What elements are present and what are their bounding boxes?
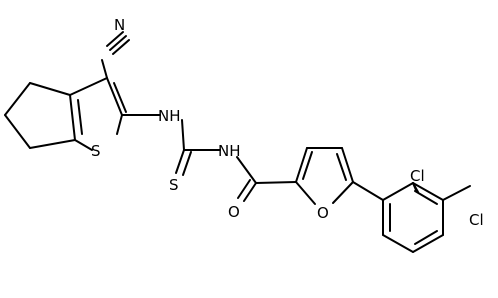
- bond-f5-o: [332, 181, 354, 204]
- bond-p3-cl: [442, 185, 471, 201]
- bond-cs-s-double: [182, 151, 192, 176]
- bond-f2-f3-double: [302, 151, 313, 180]
- bond-nh-cs: [181, 119, 185, 151]
- bond-c6a-c3a: [69, 94, 76, 141]
- bond-c3a-c4: [29, 82, 71, 96]
- bond-o-f2: [295, 181, 316, 205]
- atom-label-cl-2: Cl: [410, 167, 425, 185]
- bond-p4-p5: [412, 234, 444, 253]
- bond-p5-p6: [382, 234, 414, 253]
- bond-nitrile-1: [109, 35, 127, 51]
- bond-furan-phenyl: [352, 181, 384, 201]
- bond-cs-s: [175, 149, 185, 174]
- bond-p2-p3: [412, 182, 444, 201]
- atom-labels: N NH S NH S O O Cl Cl: [91, 16, 484, 229]
- atom-label-s-thione: S: [169, 176, 179, 194]
- atom-label-s-ring: S: [91, 142, 101, 160]
- bond-nitrile-3: [112, 39, 130, 55]
- bond-c3-c2: [106, 77, 123, 116]
- bond-p2-p3-double: [414, 190, 438, 205]
- bond-p2-cl: [412, 182, 419, 193]
- bond-f2-f3: [295, 147, 308, 183]
- bond-c4-c5: [4, 82, 31, 116]
- bond-co-o: [243, 182, 257, 202]
- bond-c3-cn: [101, 59, 108, 79]
- bond-p1-p2: [382, 182, 414, 201]
- bond-co-o-double: [237, 179, 251, 199]
- atom-label-o-carbonyl: O: [228, 203, 240, 221]
- bond-co-furan: [255, 181, 297, 184]
- bond-f4-f5-double: [336, 153, 347, 181]
- atom-label-o-furan: O: [317, 204, 329, 222]
- atom-label-cl-3: Cl: [469, 211, 484, 229]
- atom-label-n-nitrile: N: [114, 16, 125, 34]
- bond-p4-p5-double: [414, 230, 438, 245]
- bond-c6a-c3a-double: [77, 99, 83, 135]
- bond-c3-c3a: [69, 77, 108, 96]
- bond-f4-f5: [341, 147, 354, 183]
- atom-label-nh-thiophene: NH: [158, 107, 181, 125]
- bonds: [4, 31, 471, 253]
- bond-c6-c6a: [29, 139, 76, 149]
- atom-label-nh-acyl: NH: [218, 142, 241, 160]
- bond-nh-co: [236, 156, 257, 184]
- bond-c2-s: [116, 114, 123, 135]
- bond-nitrile-2: [106, 31, 124, 47]
- bond-s-c6a: [74, 139, 93, 151]
- bond-c3-c2-double: [113, 82, 127, 113]
- bond-c5-c6: [4, 114, 31, 149]
